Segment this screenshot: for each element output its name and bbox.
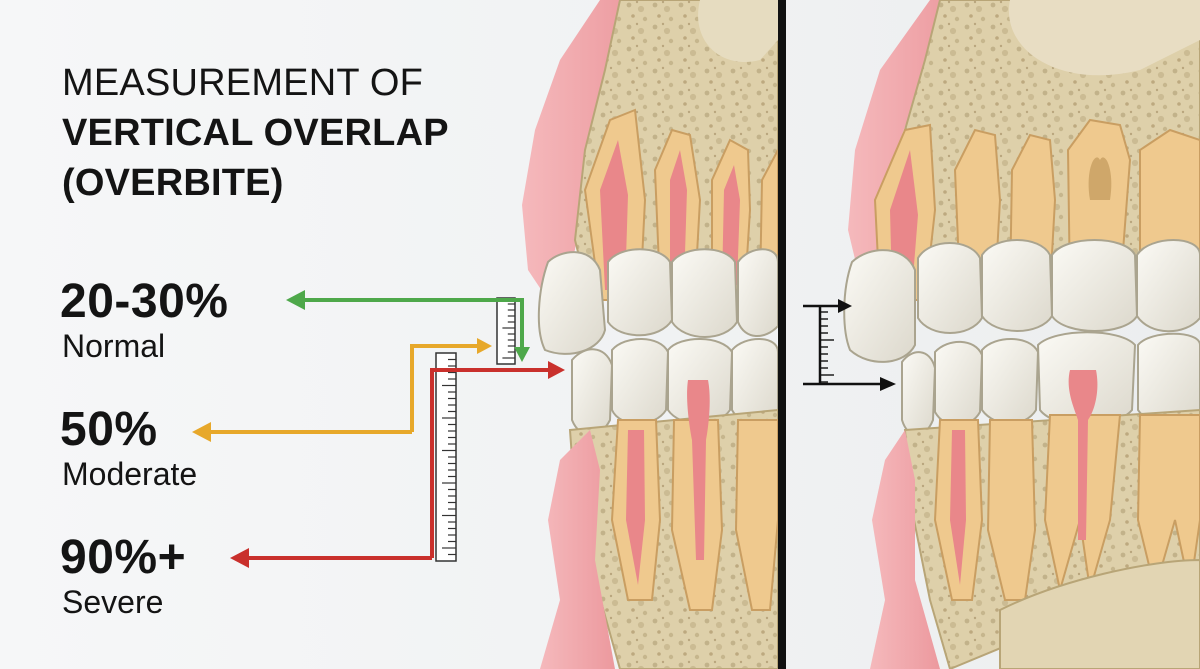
grade-moderate: 50% Moderate <box>60 403 198 493</box>
lower-gum <box>540 430 615 669</box>
upper-roots <box>583 108 778 301</box>
leader-arrow-normal <box>286 290 530 362</box>
leader-arrow-severe <box>230 361 565 568</box>
right-measurement-arrows <box>803 299 896 391</box>
grade-moderate-percent: 50% <box>60 403 158 456</box>
ruler-body <box>496 297 516 365</box>
upper-molar-crowns-right <box>917 239 1200 334</box>
title-line-2: VERTICAL OVERLAP <box>62 112 449 154</box>
lower-gum-right <box>870 430 940 669</box>
grade-moderate-label: Moderate <box>62 456 198 492</box>
diagram-title: MEASUREMENT OF VERTICAL OVERLAP (OVERBIT… <box>62 58 449 208</box>
grade-severe-label: Severe <box>62 584 164 620</box>
grade-normal-label: Normal <box>62 328 166 364</box>
upper-molar-crowns <box>607 248 778 338</box>
overbite-ruler-lower <box>435 352 457 562</box>
title-line-3: (OVERBITE) <box>62 162 284 204</box>
overbite-ruler-upper <box>496 297 516 365</box>
overbite-ruler-right <box>818 306 834 384</box>
panel-divider <box>778 0 786 669</box>
lower-roots <box>610 380 778 611</box>
right-jaw-cross-section <box>843 0 1200 669</box>
title-line-1: MEASUREMENT OF <box>62 62 424 104</box>
upper-incisor <box>537 251 607 355</box>
grade-normal: 20-30% Normal <box>60 275 229 365</box>
grade-normal-percent: 20-30% <box>60 275 229 328</box>
left-jaw-cross-section <box>522 0 778 669</box>
leader-arrow-moderate <box>192 338 492 442</box>
lower-roots-right <box>933 370 1200 601</box>
grade-severe: 90%+ Severe <box>60 531 187 621</box>
upper-incisor-right <box>843 249 916 363</box>
grade-severe-percent: 90%+ <box>60 531 187 584</box>
